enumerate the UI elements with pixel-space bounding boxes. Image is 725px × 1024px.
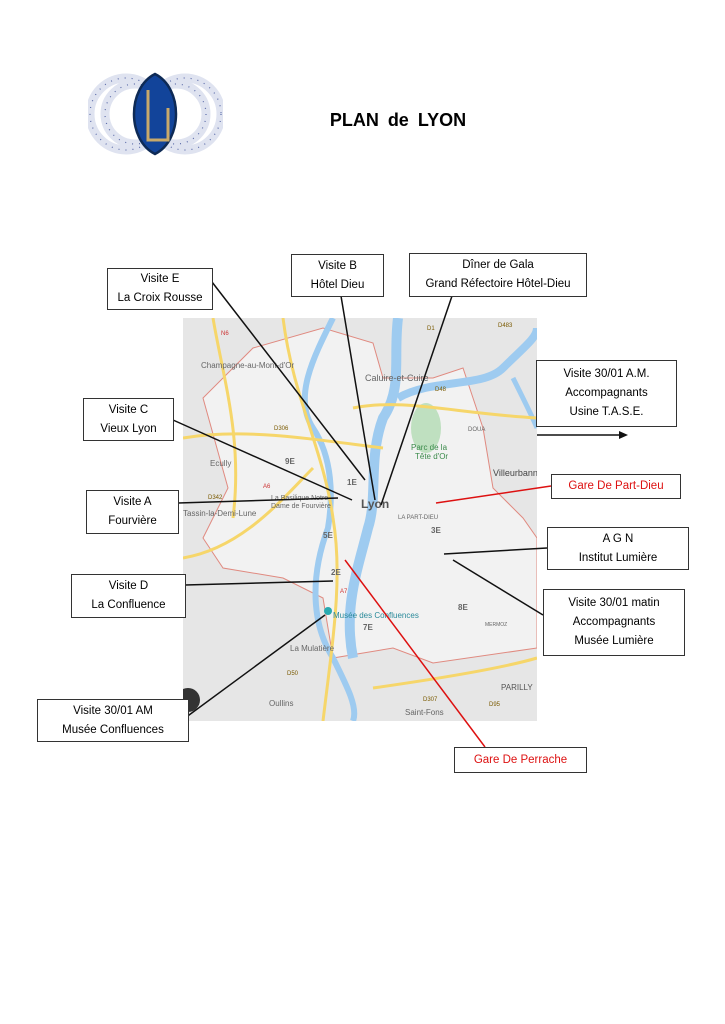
map-label: Tassin-la-Demi-Lune xyxy=(183,509,257,518)
callout-subtitle: Accompagnants xyxy=(572,616,656,628)
callout-title: Visite A xyxy=(113,496,152,508)
callout-title: Gare De Part-Dieu xyxy=(568,480,664,492)
road-label: D306 xyxy=(274,426,289,432)
callout-title: Gare De Perrache xyxy=(473,753,568,766)
road-label: D50 xyxy=(287,671,299,677)
callout-agn: A G N Institut Lumière xyxy=(547,527,689,570)
map-label: Musée des Confluences xyxy=(333,611,419,620)
road-label: D483 xyxy=(498,323,513,329)
map-label: Oullins xyxy=(269,699,293,708)
callout-title: Visite 30/01 matin xyxy=(568,597,660,609)
map-label: 2E xyxy=(331,568,341,577)
callout-visite-confluences: Visite 30/01 AM Musée Confluences xyxy=(37,699,189,742)
road-label: D48 xyxy=(435,387,447,393)
callout-gare-perrache: Gare De Perrache xyxy=(454,747,587,773)
callout-subtitle: Musée Confluences xyxy=(62,723,164,736)
callout-subtitle: Hôtel Dieu xyxy=(310,278,365,291)
map-label: Tête d'Or xyxy=(415,452,448,461)
callout-title: Visite B xyxy=(318,259,357,272)
road-label: D342 xyxy=(208,495,223,501)
arrow-right-icon xyxy=(619,431,628,439)
road-label: A6 xyxy=(263,484,271,490)
map-label: Dame de Fourvière xyxy=(271,503,331,510)
map-label: Lyon xyxy=(361,497,389,511)
callout-visite-a: Visite A Fourvière xyxy=(86,490,179,534)
callout-subtitle: La Confluence xyxy=(91,599,166,611)
road-label: A7 xyxy=(340,589,348,595)
callout-title: Visite C xyxy=(108,403,149,416)
callout-subtitle: Grand Réfectoire Hôtel-Dieu xyxy=(425,278,571,290)
callout-visite-e: Visite E La Croix Rousse xyxy=(107,268,213,310)
callout-visite-d: Visite D La Confluence xyxy=(71,574,186,618)
callout-title: Dîner de Gala xyxy=(462,259,534,271)
map-label: 5E xyxy=(323,531,333,540)
callout-gare-part-dieu: Gare De Part-Dieu xyxy=(551,474,681,499)
map-label: Champagne-au-Mont-d'Or xyxy=(201,361,294,370)
callout-subtitle: Vieux Lyon xyxy=(100,422,157,435)
callout-subtitle: Usine T.A.S.E. xyxy=(569,406,644,418)
callout-subtitle: Institut Lumière xyxy=(578,551,658,564)
callout-diner-gala: Dîner de Gala Grand Réfectoire Hôtel-Die… xyxy=(409,253,587,297)
logo xyxy=(88,72,223,156)
map-label: MERMOZ xyxy=(485,622,507,628)
callout-title: Visite 30/01 AM xyxy=(73,704,153,717)
callout-title: Visite D xyxy=(108,580,149,592)
page-title: PLAN de LYON xyxy=(329,110,467,130)
map[interactable]: Champagne-au-Mont-d'Or Caluire-et-Cuire … xyxy=(183,318,537,721)
map-label: 1E xyxy=(347,478,357,487)
map-label: 8E xyxy=(458,603,468,612)
map-label: Ecully xyxy=(210,459,231,468)
map-label: PARILLY xyxy=(501,683,533,692)
road-label: N6 xyxy=(221,331,229,337)
road-label: D307 xyxy=(423,697,438,703)
map-label: Caluire-et-Cuire xyxy=(365,373,429,383)
callout-subtitle: La Croix Rousse xyxy=(117,292,203,304)
callout-title: Visite 30/01 A.M. xyxy=(563,368,650,380)
map-label: 7E xyxy=(363,623,373,632)
callout-visite-b: Visite B Hôtel Dieu xyxy=(291,254,384,297)
map-label: Parc de la xyxy=(411,443,448,452)
map-label: Saint-Fons xyxy=(405,708,444,717)
road-label: D95 xyxy=(489,702,501,708)
callout-subtitle: Accompagnants xyxy=(565,387,648,399)
callout-visite-lumiere: Visite 30/01 matin Accompagnants Musée L… xyxy=(543,589,685,656)
callout-subtitle: Musée Lumière xyxy=(574,635,654,647)
map-label: 3E xyxy=(431,526,441,535)
museum-pin-icon xyxy=(324,607,332,615)
callout-subtitle: Fourvière xyxy=(108,515,157,527)
callout-visite-tase: Visite 30/01 A.M. Accompagnants Usine T.… xyxy=(536,360,677,427)
map-label: Villeurbanne xyxy=(493,468,537,478)
road-label: D1 xyxy=(427,326,435,332)
callout-title: Visite E xyxy=(140,273,180,285)
map-label: La Mulatière xyxy=(290,644,335,653)
callout-title: A G N xyxy=(602,532,634,545)
map-label: 9E xyxy=(285,457,295,466)
callout-visite-c: Visite C Vieux Lyon xyxy=(83,398,174,441)
map-label: LA PART-DIEU xyxy=(398,515,438,521)
map-label: DOUA xyxy=(468,427,485,433)
map-label: La Basilique Notre xyxy=(271,495,328,502)
